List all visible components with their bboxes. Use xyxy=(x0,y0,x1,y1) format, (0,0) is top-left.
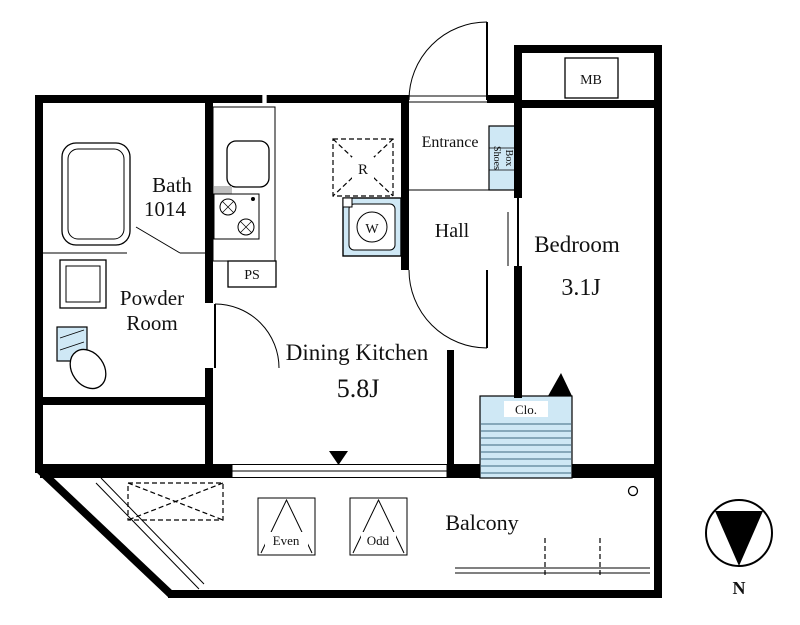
dining-kitchen-size-label: 5.8J xyxy=(337,374,380,403)
wall-segment xyxy=(168,590,662,598)
joint-gap xyxy=(262,95,267,103)
ps-box xyxy=(227,260,277,288)
washing-machine-icon: W xyxy=(342,197,402,257)
washer-label: W xyxy=(365,222,379,237)
wall-segment xyxy=(447,350,454,478)
tub-inner xyxy=(67,148,125,240)
wall-segment xyxy=(514,266,522,398)
closet-label: Clo. xyxy=(515,402,537,417)
wall-segment xyxy=(205,368,213,468)
stove-outline xyxy=(213,193,260,240)
washer-drum xyxy=(356,211,388,243)
basin-inner xyxy=(65,265,101,303)
balcony-edge-line xyxy=(100,477,205,585)
powder-room-label: Powder xyxy=(120,286,184,310)
sink-icon xyxy=(226,140,270,188)
wall-segment xyxy=(514,45,662,53)
burner-icon xyxy=(237,218,255,236)
balcony-edge-line xyxy=(95,482,200,590)
wall-segment xyxy=(522,100,654,108)
balcony-label: Balcony xyxy=(445,510,518,535)
dk-door-arc xyxy=(408,269,488,349)
stove-icon xyxy=(213,193,260,240)
mb-box xyxy=(564,57,619,99)
room-labels: Bath 1014 Powder Room Dining Kitchen 5.8… xyxy=(120,134,620,403)
washbasin-icon xyxy=(59,259,107,309)
entrance-label: Entrance xyxy=(422,134,479,151)
label-chip xyxy=(265,532,308,549)
burner-icon xyxy=(219,198,237,216)
refrigerator-box xyxy=(332,138,394,197)
tub-outer xyxy=(61,142,131,246)
powder-room-label: Room xyxy=(126,311,177,335)
refrigerator-placeholder: R xyxy=(332,138,394,197)
counter-outline xyxy=(212,106,276,262)
hall-label: Hall xyxy=(435,220,470,242)
toilet-icon xyxy=(56,326,107,390)
ps-label: PS xyxy=(244,268,260,283)
pipe-space: PS xyxy=(227,260,277,288)
label-chip xyxy=(504,401,548,417)
hatch-odd-label: Odd xyxy=(367,533,390,548)
powder-door-arc xyxy=(214,303,280,369)
wall-joint xyxy=(261,95,268,103)
bedroom-size-label: 3.1J xyxy=(561,275,600,301)
closet: Clo. xyxy=(479,373,573,479)
wall-segment xyxy=(35,95,43,473)
dining-kitchen-label: Dining Kitchen xyxy=(286,340,429,365)
wall-segment xyxy=(205,103,213,303)
wall-segment xyxy=(487,95,522,103)
north-label: N xyxy=(733,578,746,598)
bath-door-leaf xyxy=(135,226,181,254)
wall-segment xyxy=(39,397,213,405)
shoes-box-label: Shoes xyxy=(491,146,502,170)
balcony-details: Even Odd Balcony xyxy=(95,477,650,590)
hatch-even-label: Even xyxy=(273,533,300,548)
wall-segment xyxy=(401,103,409,270)
closet-shelf-lines xyxy=(481,423,571,474)
bedroom-label: Bedroom xyxy=(534,232,620,257)
entrance-door-arc xyxy=(408,21,488,101)
hatch-box xyxy=(349,497,408,556)
drain-icon xyxy=(627,485,639,497)
balcony-hatch-odd: Odd xyxy=(349,497,408,556)
doors xyxy=(43,21,519,369)
bath-size-label: 1014 xyxy=(144,197,187,221)
hatch-box xyxy=(257,497,316,556)
shoes-box-label: Box xyxy=(503,150,514,167)
kitchen-counter: PS xyxy=(212,106,277,288)
wall-segment xyxy=(572,464,662,478)
closet-door-marker xyxy=(548,373,572,396)
meter-box: MB xyxy=(564,57,619,99)
wall-segment xyxy=(35,95,409,103)
balcony-hatch-even: Even xyxy=(257,497,316,556)
outdoor-unit-placeholder xyxy=(127,482,224,521)
walls xyxy=(35,45,662,598)
toilet-bowl xyxy=(69,348,107,390)
wall-segment xyxy=(654,45,662,598)
label-chip xyxy=(361,532,396,549)
section-marker-icon xyxy=(329,451,348,465)
counter-hatch xyxy=(214,186,232,194)
stove-knob xyxy=(251,197,255,201)
outdoor-unit-cross xyxy=(127,482,224,521)
north-arrow-icon xyxy=(715,511,763,566)
wall-chamfer xyxy=(35,465,174,598)
shoes-box: Shoes Box xyxy=(488,125,517,191)
label-chip xyxy=(362,218,382,237)
wall-segment xyxy=(454,464,480,478)
bath-label: Bath xyxy=(152,173,192,197)
refrigerator-label: R xyxy=(358,162,368,178)
outdoor-unit-box xyxy=(127,482,224,521)
wall-segment xyxy=(514,45,522,198)
label-chip xyxy=(352,157,374,179)
basin-outer xyxy=(59,259,107,309)
bathtub-icon xyxy=(61,142,131,246)
wall-segment xyxy=(40,464,232,478)
mb-label: MB xyxy=(580,73,602,88)
windows xyxy=(231,95,514,478)
compass: N xyxy=(705,499,773,598)
washer-faucet xyxy=(342,197,353,208)
